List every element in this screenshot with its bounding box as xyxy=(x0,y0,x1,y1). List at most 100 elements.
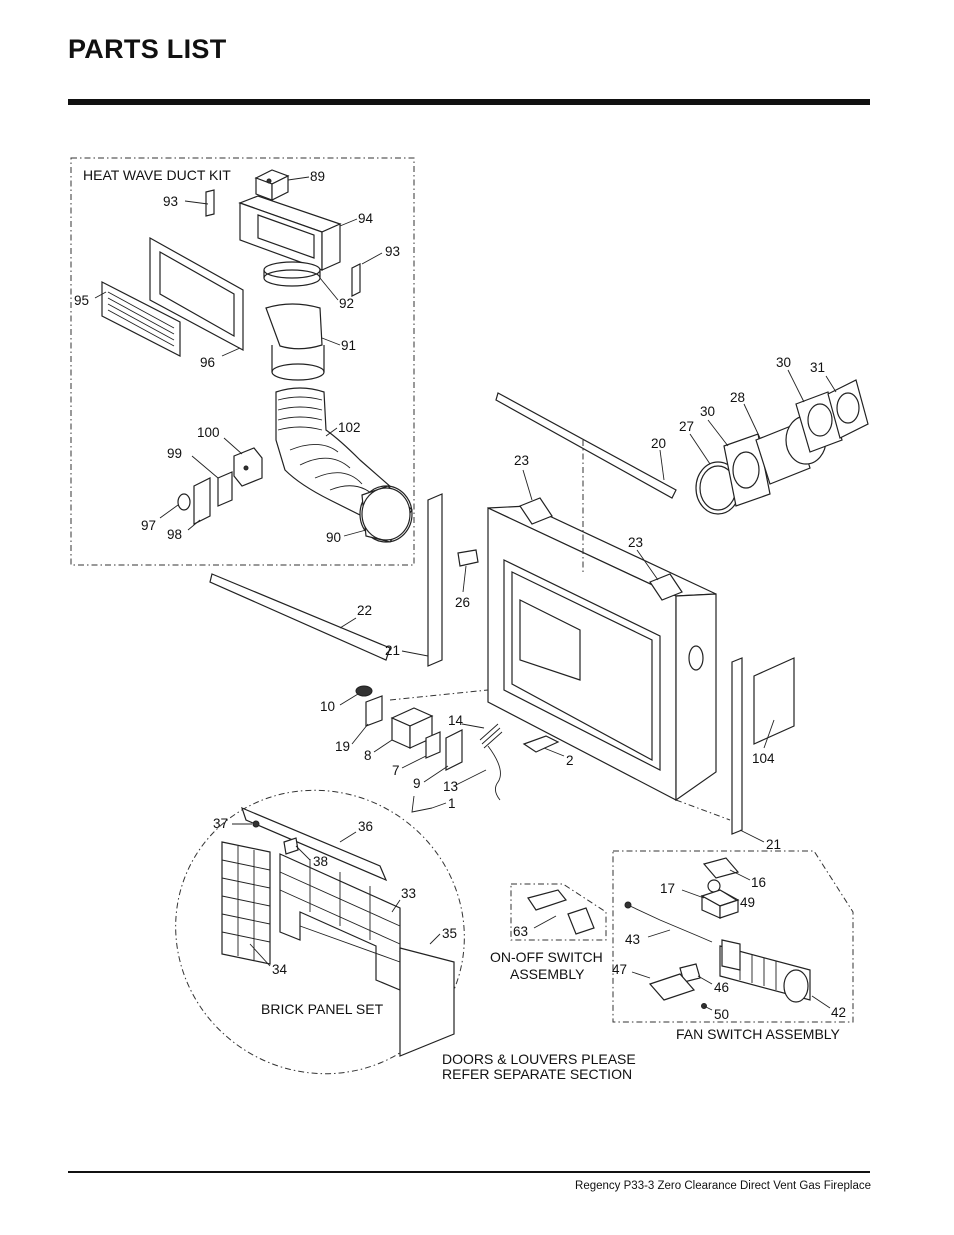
callout-50: 50 xyxy=(714,1007,729,1022)
part-1-rod xyxy=(411,795,433,813)
part-21-strip-left xyxy=(427,493,443,667)
part-37-clip xyxy=(252,820,260,828)
callout-92: 92 xyxy=(339,296,354,311)
callout-30-a: 30 xyxy=(776,355,791,370)
callout-38: 38 xyxy=(313,854,328,869)
part-13-wire xyxy=(487,745,501,801)
part-102-flex-duct xyxy=(275,387,393,521)
callout-43: 43 xyxy=(625,932,640,947)
doors-note-line-2: REFER SEPARATE SECTION xyxy=(442,1066,632,1082)
part-firebox xyxy=(487,505,717,802)
callout-96: 96 xyxy=(200,355,215,370)
part-97-knob xyxy=(177,493,191,511)
part-104-panel xyxy=(753,657,795,745)
part-30-gasket-a xyxy=(723,433,771,507)
callout-30-b: 30 xyxy=(700,404,715,419)
fan-switch-boundary xyxy=(612,850,854,1023)
page-footer: Regency P33-3 Zero Clearance Direct Vent… xyxy=(575,1180,871,1192)
doors-note-line-1: DOORS & LOUVERS PLEASE xyxy=(442,1051,636,1067)
part-63-switch xyxy=(527,889,568,911)
leader-lines xyxy=(94,176,837,1011)
callout-99: 99 xyxy=(167,446,182,461)
part-36-top-panel xyxy=(241,806,388,882)
callout-93-a: 93 xyxy=(163,194,178,209)
callout-49: 49 xyxy=(740,895,755,910)
part-30-gasket-b xyxy=(795,391,843,453)
part-93-bracket-left xyxy=(205,189,215,217)
callout-104: 104 xyxy=(752,751,775,766)
part-95-grill xyxy=(101,281,181,357)
part-42-blower xyxy=(719,939,811,1003)
callout-94: 94 xyxy=(358,211,374,226)
brick-set-caption: BRICK PANEL SET xyxy=(261,1001,384,1017)
callout-28: 28 xyxy=(730,390,745,405)
part-33-back-brick xyxy=(279,853,401,991)
part-35-side-brick xyxy=(399,947,455,1057)
header-rule xyxy=(68,99,870,105)
part-23-vent-right xyxy=(649,573,683,601)
callout-16: 16 xyxy=(751,875,766,890)
part-9-cover xyxy=(445,729,463,771)
callout-2: 2 xyxy=(566,753,574,768)
callout-labels: 89 93 94 93 95 92 96 91 100 102 99 97 98… xyxy=(74,169,846,1022)
callout-33: 33 xyxy=(401,886,416,901)
callout-23-a: 23 xyxy=(514,453,529,468)
part-17-heatsink xyxy=(700,889,740,919)
callout-7: 7 xyxy=(392,763,400,778)
callout-37: 37 xyxy=(213,816,228,831)
callout-21-b: 21 xyxy=(766,837,781,852)
part-20-top-strip xyxy=(495,392,677,499)
part-47-switch-housing xyxy=(648,973,696,1001)
callout-97: 97 xyxy=(141,518,156,533)
part-89-junction-box xyxy=(254,169,290,201)
part-31-plate xyxy=(827,379,869,439)
callout-47: 47 xyxy=(612,962,627,977)
callout-13: 13 xyxy=(443,779,458,794)
part-22-bottom-strip xyxy=(209,573,391,661)
part-90-round-duct xyxy=(359,485,413,543)
callout-91: 91 xyxy=(341,338,356,353)
part-7-receptacle xyxy=(425,731,441,759)
callout-95: 95 xyxy=(74,293,89,308)
callout-14: 14 xyxy=(448,713,464,728)
part-91-transition xyxy=(265,303,325,381)
part-96-grill-frame xyxy=(149,236,244,352)
on-off-caption-1: ON-OFF SWITCH xyxy=(490,949,603,965)
callout-89: 89 xyxy=(310,169,325,184)
callout-102: 102 xyxy=(338,420,361,435)
part-2-bracket xyxy=(522,735,560,753)
page-title: PARTS LIST xyxy=(68,34,227,64)
part-94-duct-box xyxy=(238,195,342,271)
part-16-plate xyxy=(702,857,740,879)
callout-20: 20 xyxy=(651,436,666,451)
part-98-plate xyxy=(193,477,211,525)
callout-22: 22 xyxy=(357,603,372,618)
callout-34: 34 xyxy=(272,962,288,977)
callout-90: 90 xyxy=(326,530,341,545)
part-19-bracket xyxy=(365,695,383,727)
callout-9: 9 xyxy=(413,776,421,791)
callout-93-b: 93 xyxy=(385,244,400,259)
part-99-switch xyxy=(217,471,233,507)
part-21-strip-right xyxy=(731,657,743,835)
part-26-bracket xyxy=(457,549,479,567)
callout-23-b: 23 xyxy=(628,535,643,550)
callout-21-a: 21 xyxy=(385,643,400,658)
part-43-wire xyxy=(629,905,713,943)
part-38-clip xyxy=(283,837,299,855)
callout-63: 63 xyxy=(513,924,528,939)
callout-26: 26 xyxy=(455,595,470,610)
part-10-grommet xyxy=(355,685,373,697)
callout-36: 36 xyxy=(358,819,373,834)
callout-31: 31 xyxy=(810,360,825,375)
callout-8: 8 xyxy=(364,748,372,763)
callout-42: 42 xyxy=(831,1005,846,1020)
callout-1: 1 xyxy=(448,796,456,811)
duct-kit-boundary xyxy=(70,157,415,566)
duct-kit-caption: HEAT WAVE DUCT KIT xyxy=(83,167,231,183)
part-34-side-brick xyxy=(221,841,271,965)
part-8-receptacle-box xyxy=(390,707,434,749)
part-14-spring xyxy=(479,723,503,749)
part-23-vent-left xyxy=(519,497,553,525)
